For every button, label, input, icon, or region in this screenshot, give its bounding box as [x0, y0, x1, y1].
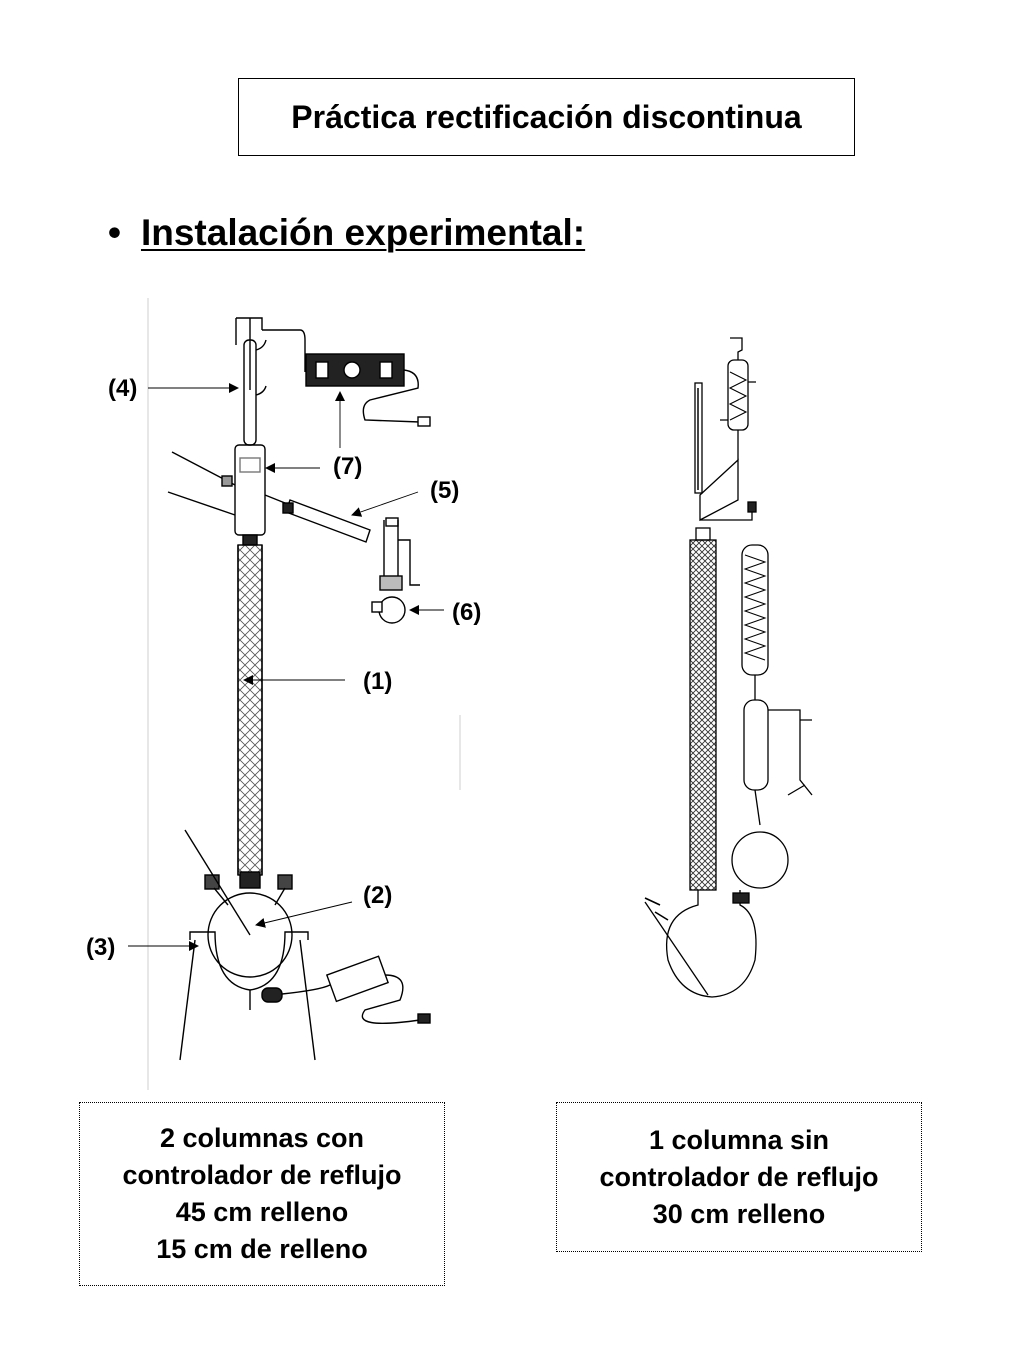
label-5: (5)	[430, 477, 459, 504]
caption-left-line: controlador de reflujo	[122, 1160, 402, 1190]
apparatus-diagrams: (4) (7) (5) (6) (1) (2) (3)	[86, 298, 813, 1090]
caption-right-line: controlador de reflujo	[599, 1161, 879, 1192]
label-7: (7)	[333, 453, 362, 480]
right-apparatus	[644, 337, 813, 998]
caption-right: 1 columna sin controlador de reflujo 30 …	[556, 1102, 922, 1252]
section-heading: • Instalación experimental:	[108, 212, 585, 254]
label-leaders	[128, 383, 444, 951]
bullet-icon: •	[108, 212, 121, 253]
caption-left-line: 15 cm de relleno	[156, 1234, 368, 1264]
label-4: (4)	[108, 375, 137, 402]
caption-left: 2 columnas con controlador de reflujo 45…	[79, 1102, 445, 1286]
caption-right-line: 30 cm relleno	[652, 1198, 826, 1229]
label-6: (6)	[452, 599, 481, 626]
label-2: (2)	[363, 882, 392, 909]
section-heading-text: Instalación experimental:	[140, 212, 586, 253]
caption-left-line: 2 columnas con	[159, 1123, 365, 1153]
caption-right-line: 1 columna sin	[648, 1124, 830, 1155]
page-title: Práctica rectificación discontinua	[238, 78, 855, 156]
label-3: (3)	[86, 934, 115, 961]
label-1: (1)	[363, 668, 392, 695]
left-apparatus	[147, 298, 461, 1090]
caption-left-line: 45 cm relleno	[175, 1197, 349, 1227]
